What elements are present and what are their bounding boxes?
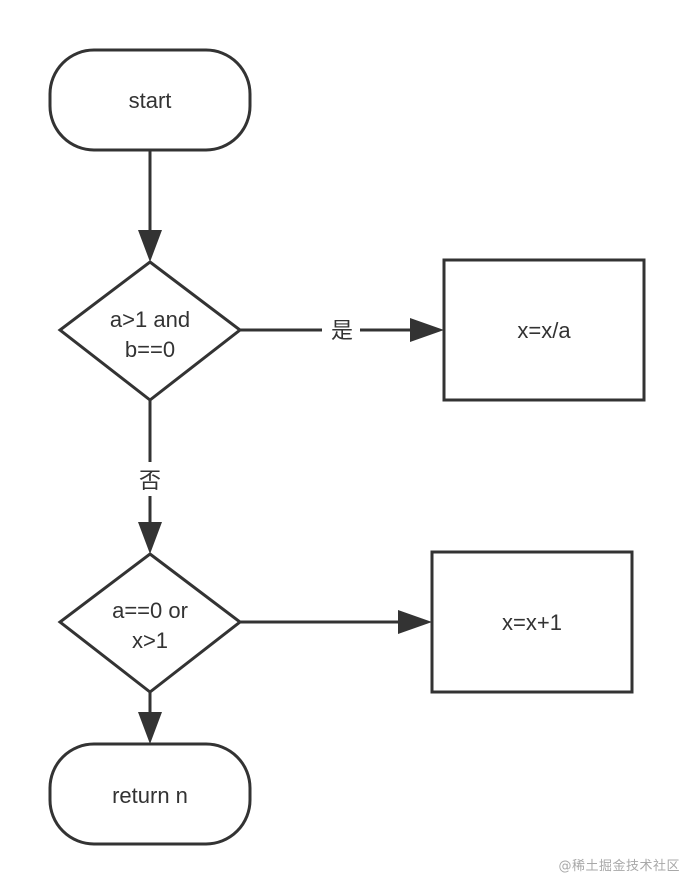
process2-label: x=x+1 xyxy=(502,610,562,635)
process1-label: x=x/a xyxy=(517,318,571,343)
process2-node: x=x+1 xyxy=(430,550,634,694)
end-node: return n xyxy=(48,742,252,846)
edge-decision1-yes xyxy=(240,318,444,342)
no-label: 否 xyxy=(139,469,161,494)
edge-start-to-decision1 xyxy=(138,150,162,262)
watermark: @稀土掘金技术社区 xyxy=(558,859,680,874)
end-label: return n xyxy=(112,783,188,808)
decision2-line1: a==0 or xyxy=(112,598,188,623)
arrowhead xyxy=(138,712,162,744)
arrowhead xyxy=(138,230,162,262)
edge-decision1-no xyxy=(138,400,162,554)
edge-decision2-to-process2 xyxy=(240,610,432,634)
yes-label: 是 xyxy=(331,319,353,344)
decision2-line2: x>1 xyxy=(132,628,168,653)
arrowhead xyxy=(138,522,162,554)
edge-decision2-to-end xyxy=(138,692,162,744)
arrowhead xyxy=(410,318,444,342)
decision2-node: a==0 or x>1 xyxy=(57,552,243,694)
decision1-line1: a>1 and xyxy=(110,307,190,332)
process1-node: x=x/a xyxy=(442,258,646,402)
start-node: start xyxy=(48,48,252,152)
decision1-line2: b==0 xyxy=(125,337,175,362)
start-label: start xyxy=(129,88,172,113)
arrowhead xyxy=(398,610,432,634)
decision1-node: a>1 and b==0 xyxy=(57,260,243,402)
